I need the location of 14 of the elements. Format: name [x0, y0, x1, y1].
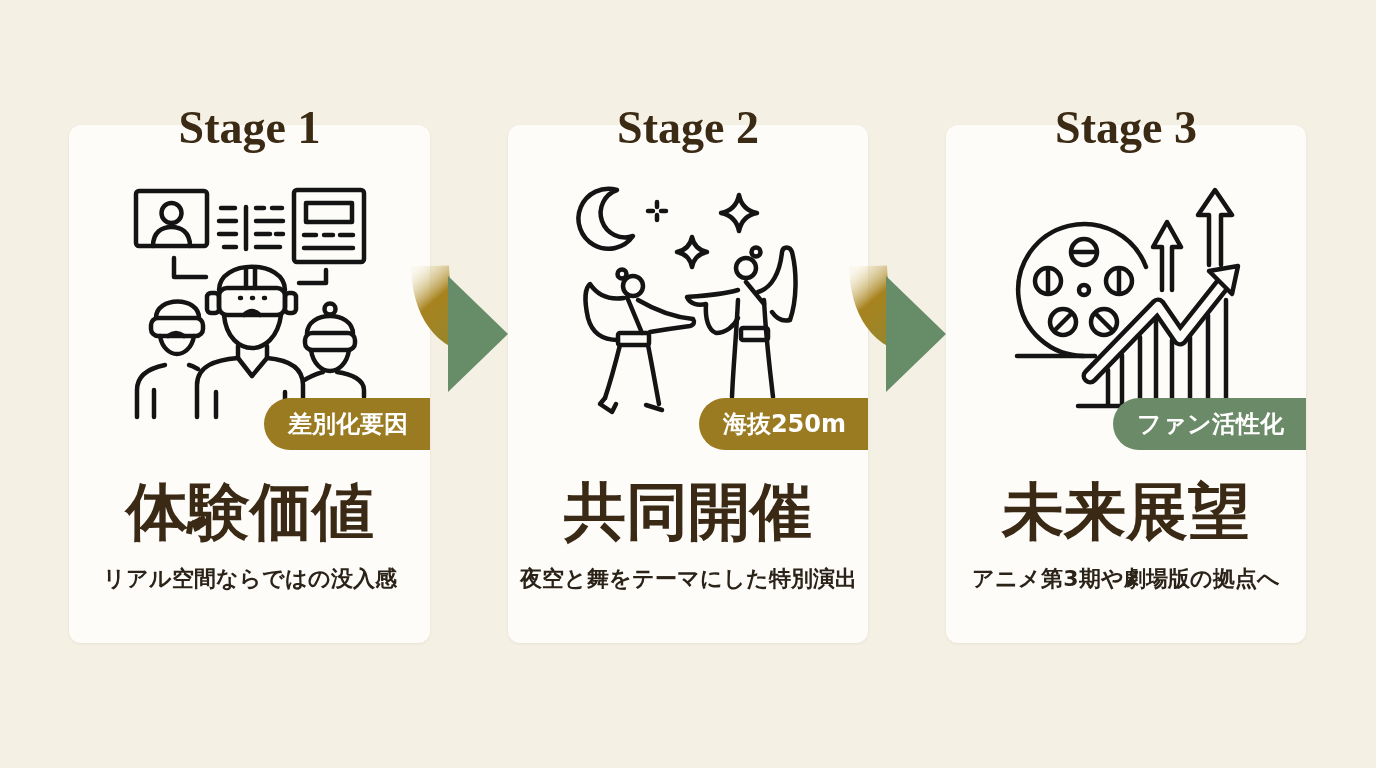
tag-badge: 差別化要因 [264, 398, 430, 450]
stage-description: アニメ第3期や劇場版の拠点へ [972, 565, 1280, 593]
arrow [849, 264, 946, 390]
stage-heading: Stage 2 [617, 103, 759, 153]
stage-title: 体験価値 [125, 478, 374, 546]
tag-badge: 海抜250m [698, 398, 868, 450]
arrow [411, 264, 508, 390]
stage-description: 夜空と舞をテーマにした特別演出 [519, 565, 857, 593]
tag-badge: ファン活性化 [1113, 398, 1306, 450]
stage-description: リアル空間ならではの没入感 [102, 565, 397, 593]
stage-title: 未来展望 [1002, 478, 1250, 546]
stage-heading: Stage 3 [1055, 103, 1197, 153]
stage-heading: Stage 1 [178, 103, 321, 153]
stage-title: 共同開催 [564, 478, 812, 546]
